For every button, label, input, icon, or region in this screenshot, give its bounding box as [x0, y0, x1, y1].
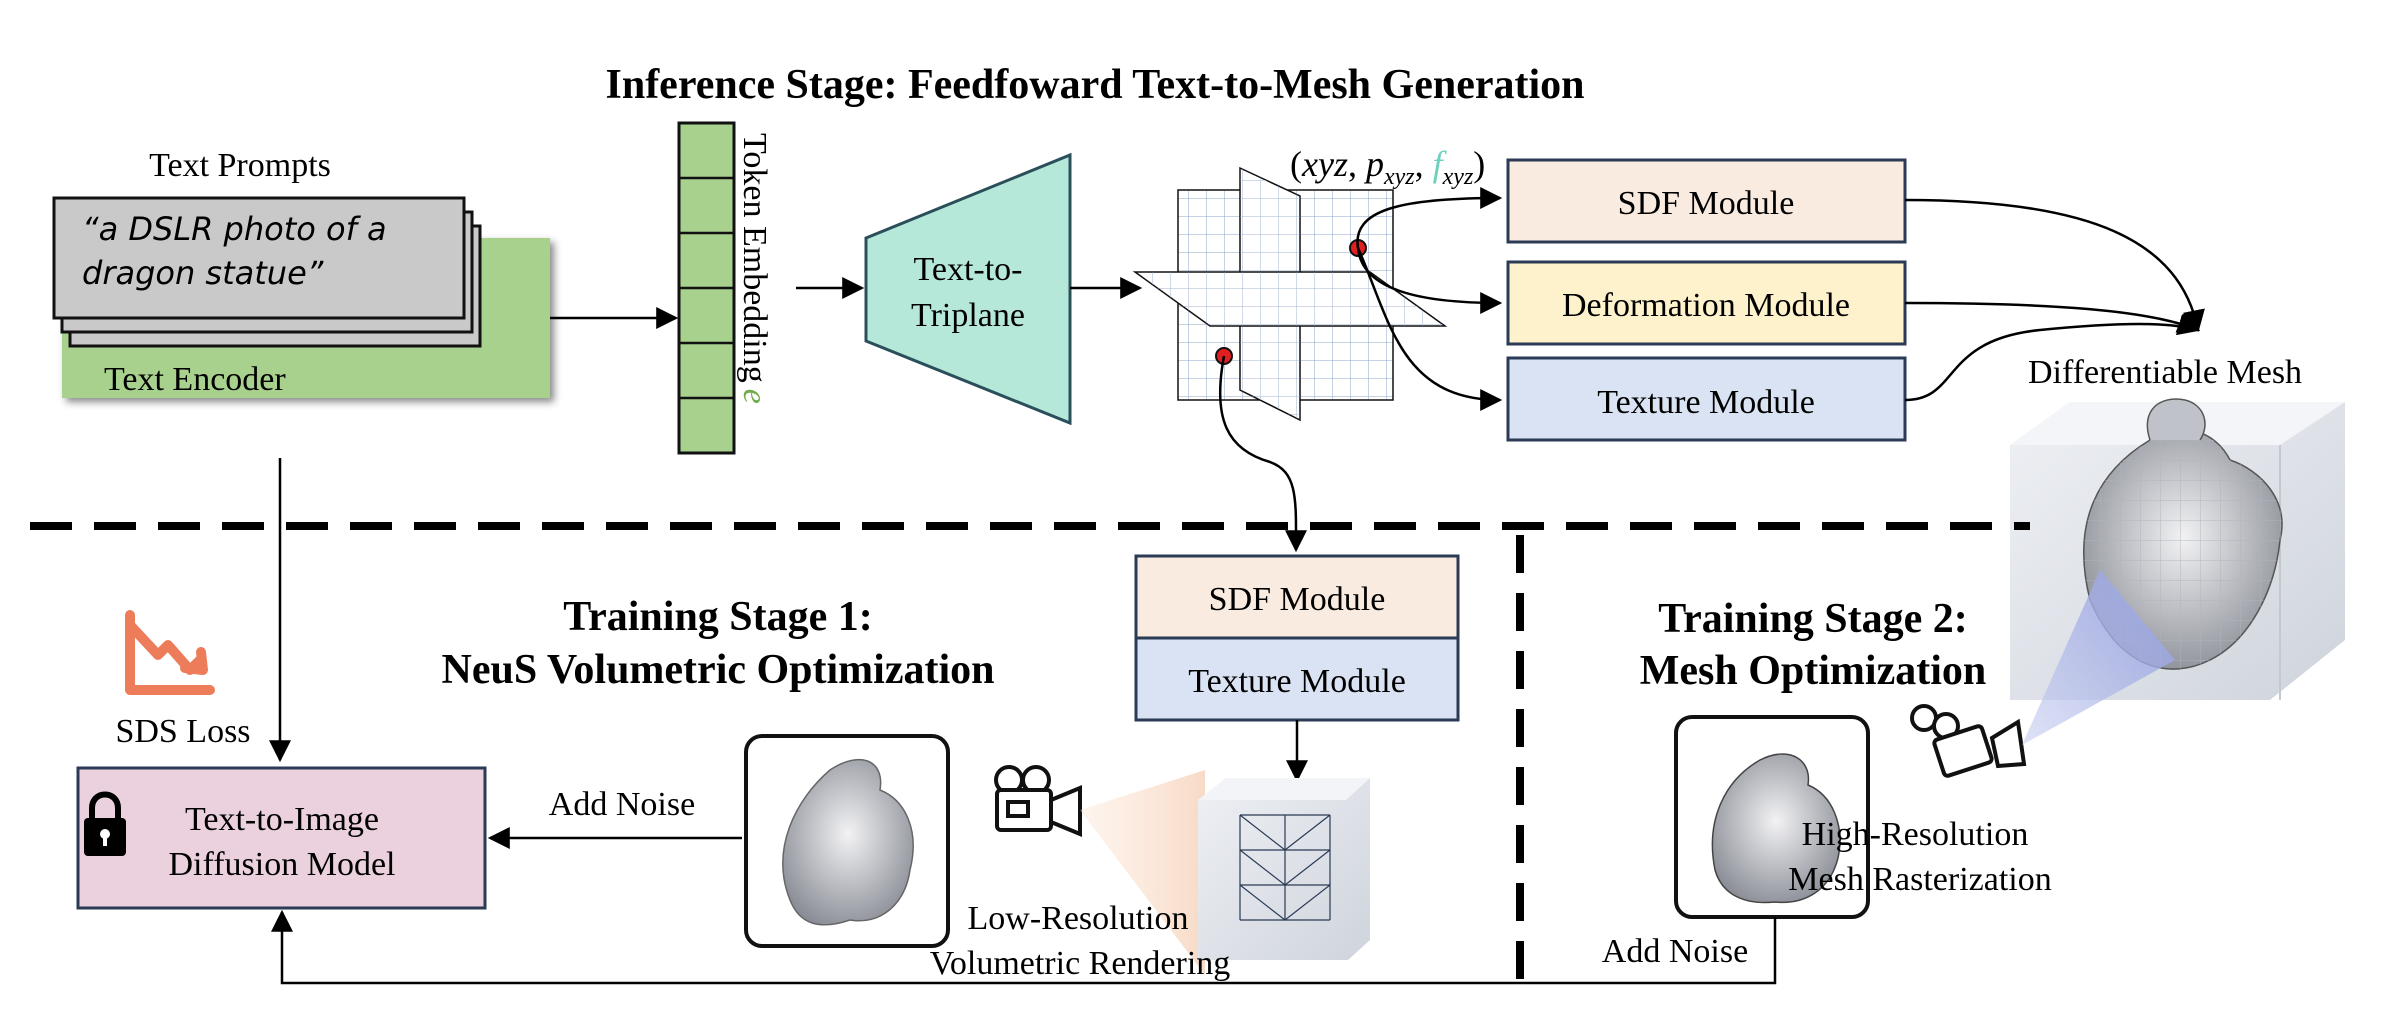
curve-to-deformation	[1356, 247, 1503, 314]
stage1-texture-module-box	[1134, 636, 1460, 722]
prompt-text-line2: dragon statue”	[82, 254, 324, 292]
deformation-module-label: Deformation Module	[1562, 287, 1850, 324]
text-to-triplane-label-2: Triplane	[911, 297, 1025, 334]
curve-to-texture	[1356, 247, 1503, 411]
curve-sdf-to-mesh	[1904, 198, 2205, 333]
return-path-to-diffusion	[271, 909, 1777, 985]
neus-cube-image	[1198, 778, 1370, 960]
text-prompts-label: Text Prompts	[149, 147, 331, 184]
low-resolution-label-2: Volumetric Rendering	[930, 945, 1231, 982]
inference-title: Inference Stage: Feedfoward Text-to-Mesh…	[605, 62, 1584, 108]
lock-icon	[84, 791, 126, 856]
low-resolution-label-1: Low-Resolution	[968, 900, 1189, 937]
sds-loss-label: SDS Loss	[115, 713, 250, 750]
stage1-texture-module-label: Texture Module	[1188, 663, 1406, 700]
stage1-view-frustum	[1080, 770, 1205, 975]
text-to-triplane-block	[864, 152, 1072, 426]
high-resolution-label-2: Mesh Rasterization	[1788, 861, 2051, 898]
add-noise-label-1: Add Noise	[549, 786, 695, 823]
differentiable-mesh-image	[2010, 398, 2345, 700]
diffusion-model-label-1: Text-to-Image	[185, 801, 379, 838]
add-noise-label-2: Add Noise	[1602, 933, 1748, 970]
curve-point-to-stage1-modules	[1218, 355, 1308, 553]
text-encoder-label: Text Encoder	[104, 361, 286, 398]
curve-to-sdf	[1356, 187, 1503, 249]
stage2-view-frustum	[2022, 570, 2175, 745]
high-resolution-label-1: High-Resolution	[1802, 816, 2029, 853]
sdf-module-label: SDF Module	[1618, 185, 1795, 222]
stage1-title-line1: Training Stage 1:	[563, 594, 873, 640]
diffusion-model-label-2: Diffusion Model	[169, 846, 396, 883]
diffusion-model-box	[76, 766, 487, 910]
stage1-sdf-module-box	[1134, 554, 1460, 640]
feature-label: (xyz, pxyz, fxyz)	[1290, 144, 1485, 190]
token-embedding-column	[677, 121, 736, 455]
sds-loss-icon	[125, 610, 215, 695]
prompt-card-front	[52, 196, 466, 320]
prompt-text-line1: “a DSLR photo of a	[82, 210, 387, 248]
curve-texture-to-mesh	[1904, 313, 2201, 402]
stage1-sdf-module-label: SDF Module	[1209, 581, 1386, 618]
stage1-title-line2: NeuS Volumetric Optimization	[442, 647, 995, 693]
stage1-noisy-dragon	[782, 759, 914, 926]
deformation-module-box	[1506, 260, 1907, 346]
stage2-dragon	[1711, 753, 1841, 904]
camera-icon-stage2	[1910, 704, 2027, 778]
camera-icon-stage1	[994, 765, 1082, 837]
sdf-module-box	[1506, 158, 1907, 244]
differentiable-mesh-label: Differentiable Mesh	[2028, 354, 2302, 391]
curve-deformation-to-mesh	[1904, 301, 2201, 333]
text-to-triplane-label-1: Text-to-	[913, 251, 1022, 288]
stage2-title-line1: Training Stage 2:	[1658, 596, 1968, 642]
texture-module-label: Texture Module	[1597, 384, 1815, 421]
triplane-grid	[1132, 166, 1448, 422]
stage2-title-line2: Mesh Optimization	[1640, 648, 1986, 694]
token-embedding-label: Token Embeddinge	[736, 133, 773, 404]
texture-module-box	[1506, 356, 1907, 442]
